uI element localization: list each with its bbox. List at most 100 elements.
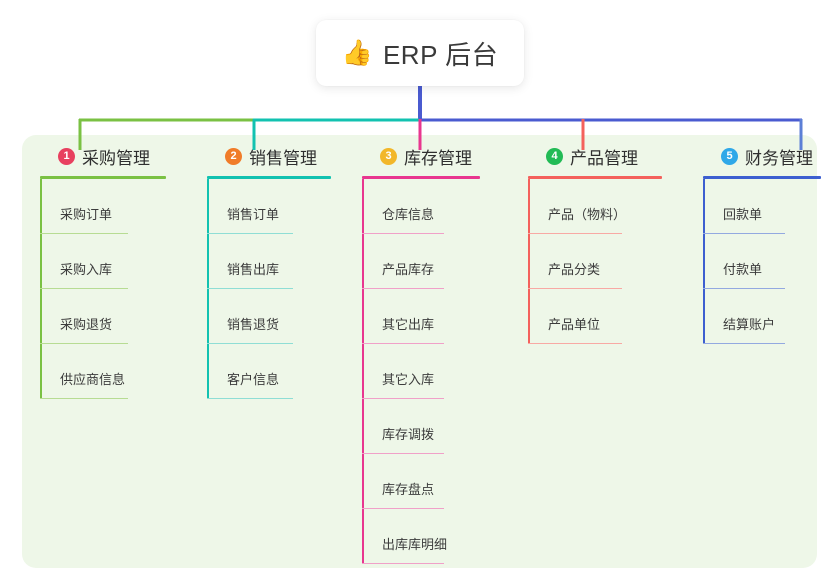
branch-item-underline xyxy=(207,397,293,399)
branch-item[interactable]: 采购订单 xyxy=(40,179,166,234)
branch-column-1: 1 采购管理采购订单采购入库采购退货供应商信息 xyxy=(40,143,166,399)
branch-number-badge: 3 xyxy=(380,147,397,165)
branch-item-rail xyxy=(207,234,209,289)
branch-item[interactable]: 付款单 xyxy=(703,234,821,289)
branch-item-underline xyxy=(528,342,622,344)
branch-item[interactable]: 其它入库 xyxy=(362,344,480,399)
branch-item-underline xyxy=(362,452,444,454)
branch-item-underline xyxy=(362,287,444,289)
branch-item-label: 其它出库 xyxy=(382,317,435,332)
branch-item[interactable]: 产品（物料） xyxy=(528,179,662,234)
branch-item-label: 库存调拨 xyxy=(382,427,435,442)
branch-item-label: 供应商信息 xyxy=(60,372,126,387)
branch-item-rail xyxy=(40,179,42,234)
branch-item-list: 采购订单采购入库采购退货供应商信息 xyxy=(40,179,166,399)
branch-item-underline xyxy=(40,397,128,399)
thumbs-up-icon: 👍 xyxy=(341,38,373,67)
branch-item-rail xyxy=(703,289,705,344)
branch-item-rail xyxy=(703,179,705,234)
branch-item-list: 仓库信息产品库存其它出库其它入库库存调拨库存盘点出库库明细 xyxy=(362,179,480,564)
branch-item-list: 销售订单销售出库销售退货客户信息 xyxy=(207,179,331,399)
branch-item[interactable]: 出库库明细 xyxy=(362,509,480,564)
branch-item-list: 回款单付款单结算账户 xyxy=(703,179,821,344)
branch-item-rail xyxy=(207,344,209,399)
branch-item-underline xyxy=(40,232,128,234)
branch-title: 采购管理 xyxy=(82,148,150,168)
branch-item[interactable]: 库存调拨 xyxy=(362,399,480,454)
branch-item[interactable]: 仓库信息 xyxy=(362,179,480,234)
branch-item-rail xyxy=(362,399,364,454)
branch-item[interactable]: 回款单 xyxy=(703,179,821,234)
branch-item-label: 产品库存 xyxy=(382,262,435,277)
branch-header-rule xyxy=(362,176,480,179)
branch-item-label: 其它入库 xyxy=(382,372,435,387)
branch-item[interactable]: 其它出库 xyxy=(362,289,480,344)
branch-item-label: 客户信息 xyxy=(227,372,280,387)
branch-item[interactable]: 供应商信息 xyxy=(40,344,166,399)
branch-item-rail xyxy=(362,179,364,234)
branch-item-rail xyxy=(362,344,364,399)
branch-header-rule xyxy=(703,176,821,179)
branch-item[interactable]: 产品单位 xyxy=(528,289,662,344)
branch-item-label: 产品（物料） xyxy=(548,207,627,222)
branch-item-underline xyxy=(207,342,293,344)
branch-item-underline xyxy=(703,287,785,289)
branch-item-underline xyxy=(528,232,622,234)
branch-item-rail xyxy=(362,454,364,509)
root-node-card[interactable]: 👍 ERP 后台 xyxy=(316,20,524,86)
branch-item-label: 付款单 xyxy=(723,262,763,277)
branch-item-rail xyxy=(528,179,530,234)
branch-item-underline xyxy=(362,397,444,399)
branch-item[interactable]: 产品库存 xyxy=(362,234,480,289)
branch-item-underline xyxy=(362,507,444,509)
branch-item-rail xyxy=(40,344,42,399)
branch-item[interactable]: 销售订单 xyxy=(207,179,331,234)
branch-item-list: 产品（物料） 产品分类产品单位 xyxy=(528,179,662,344)
branch-item-label: 销售订单 xyxy=(227,207,280,222)
branch-item[interactable]: 采购入库 xyxy=(40,234,166,289)
branch-item[interactable]: 采购退货 xyxy=(40,289,166,344)
branch-item-label: 采购退货 xyxy=(60,317,113,332)
branch-item[interactable]: 库存盘点 xyxy=(362,454,480,509)
branch-item-label: 产品单位 xyxy=(548,317,601,332)
branch-item[interactable]: 客户信息 xyxy=(207,344,331,399)
branch-item-label: 产品分类 xyxy=(548,262,601,277)
branch-item-underline xyxy=(40,342,128,344)
root-node-title: ERP 后台 xyxy=(382,39,499,70)
branch-item-rail xyxy=(362,234,364,289)
branch-item[interactable]: 销售出库 xyxy=(207,234,331,289)
branch-item-underline xyxy=(703,342,785,344)
diagram-panel xyxy=(22,135,817,568)
branch-item-rail xyxy=(528,234,530,289)
branch-item-underline xyxy=(528,287,622,289)
branch-item[interactable]: 产品分类 xyxy=(528,234,662,289)
branch-item-rail xyxy=(362,289,364,344)
branch-item[interactable]: 结算账户 xyxy=(703,289,821,344)
branch-header-1[interactable]: 1 采购管理 xyxy=(40,143,166,169)
branch-item-label: 采购订单 xyxy=(60,207,113,222)
branch-item-underline xyxy=(207,287,293,289)
branch-title: 销售管理 xyxy=(249,148,317,168)
branch-item-label: 销售退货 xyxy=(227,317,280,332)
branch-item-underline xyxy=(703,232,785,234)
branch-number-badge: 1 xyxy=(58,147,75,165)
branch-item-label: 仓库信息 xyxy=(382,207,435,222)
branch-item-label: 销售出库 xyxy=(227,262,280,277)
branch-header-rule xyxy=(528,176,662,179)
branch-item-rail xyxy=(362,509,364,564)
branch-item[interactable]: 销售退货 xyxy=(207,289,331,344)
branch-item-rail xyxy=(528,289,530,344)
branch-item-rail xyxy=(40,234,42,289)
branch-header-rule xyxy=(40,176,166,179)
branch-item-rail xyxy=(207,289,209,344)
branch-item-underline xyxy=(207,232,293,234)
branch-item-label: 回款单 xyxy=(723,207,763,222)
